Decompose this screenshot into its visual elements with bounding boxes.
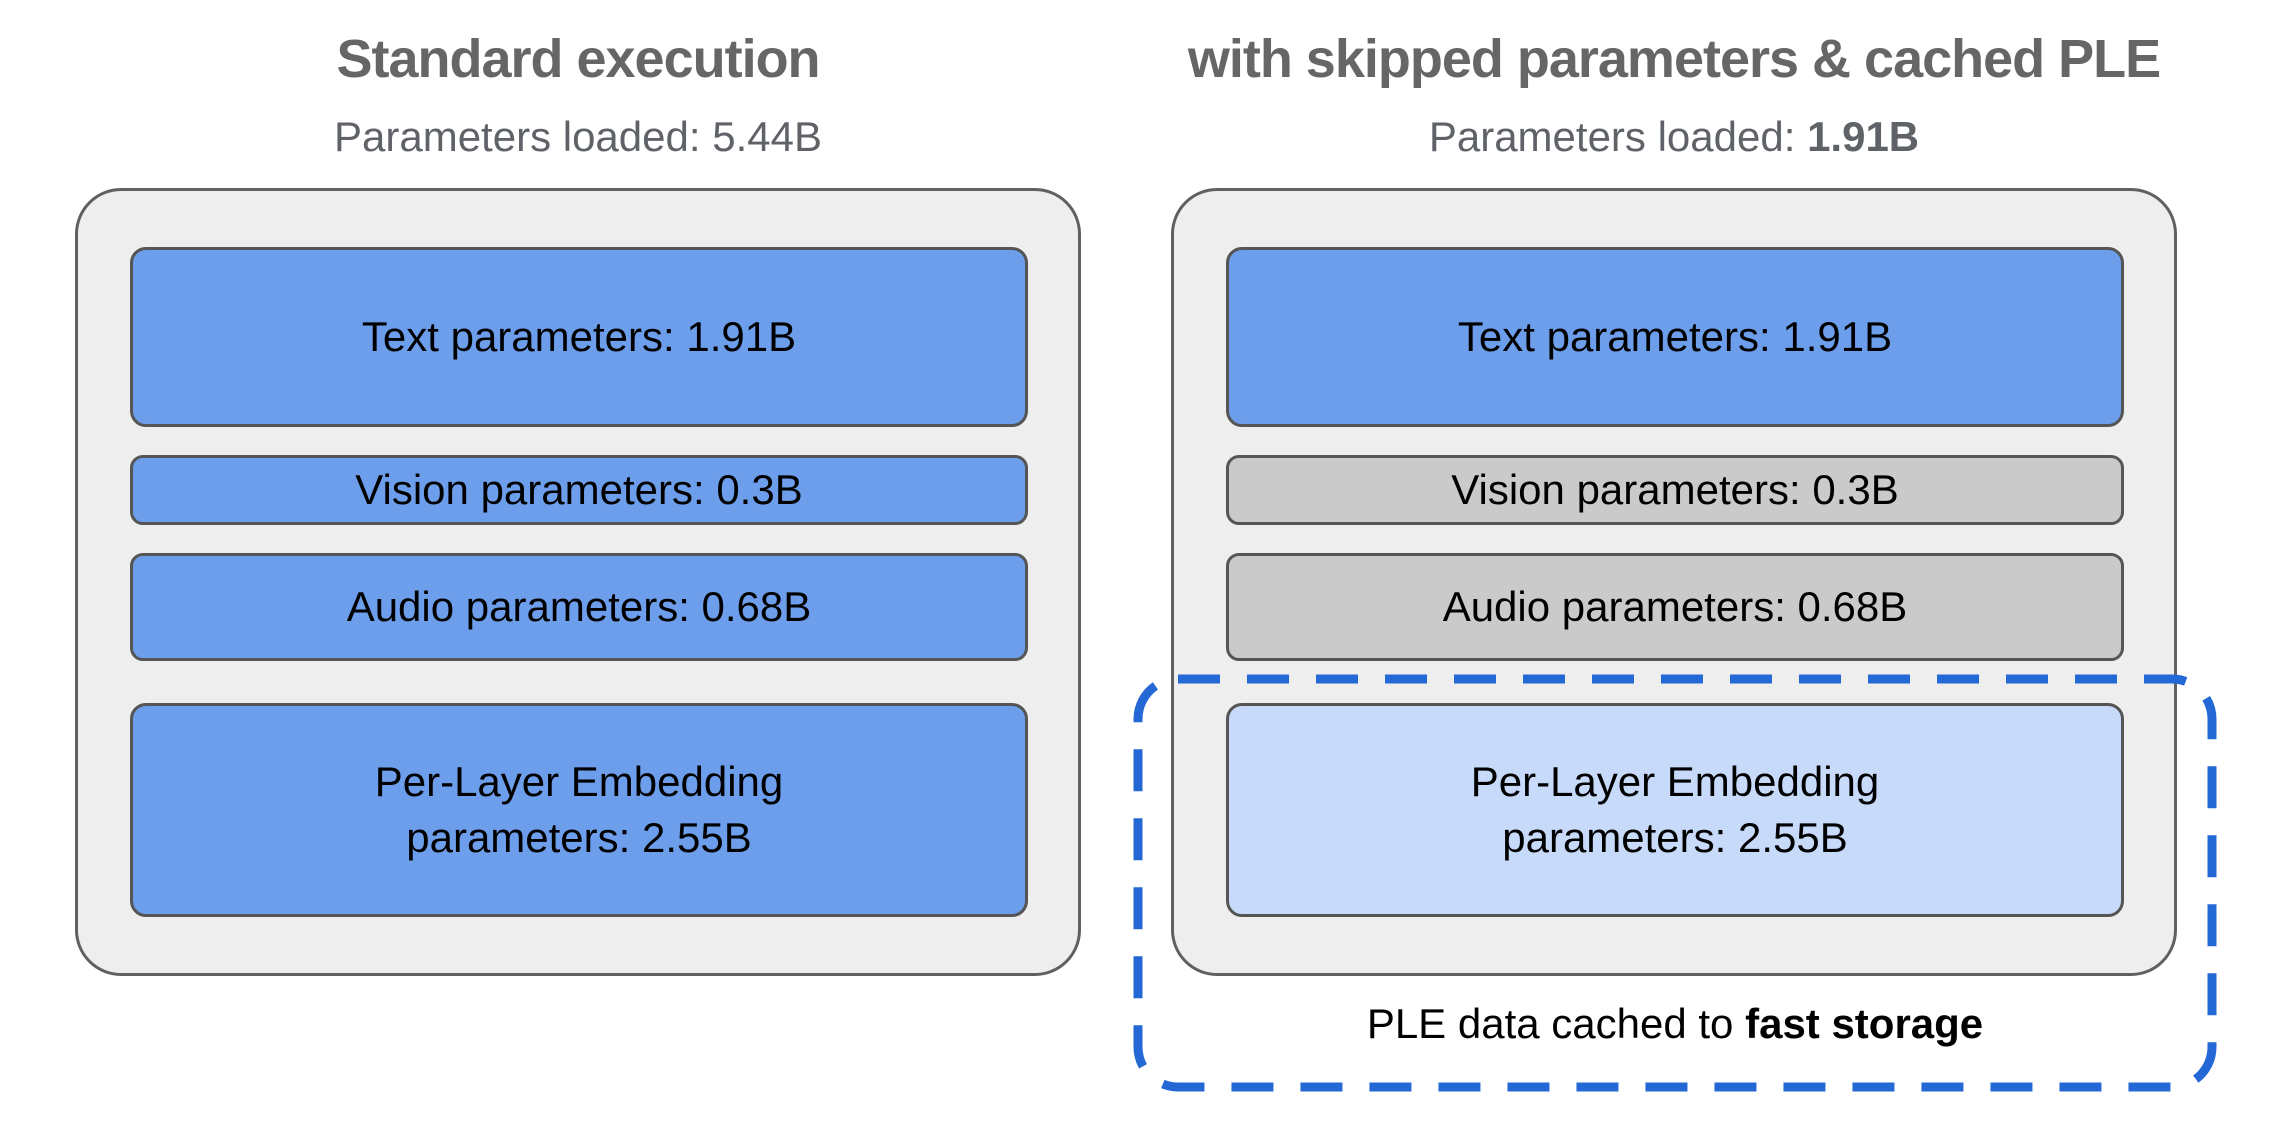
ple-label-line1: Per-Layer Embedding xyxy=(374,758,784,805)
panel-skipped-cached: with skipped parameters & cached PLE Par… xyxy=(1171,0,2177,1134)
subtitle-value: 1.91B xyxy=(1807,113,1920,160)
panel-title-standard: Standard execution xyxy=(336,29,820,89)
text-parameters-label: Text parameters: 1.91B xyxy=(361,313,797,360)
ple-label-line2: parameters: 2.55B xyxy=(1502,814,1848,861)
ple-cache-caption: PLE data cached to fast storage xyxy=(1133,998,2217,1050)
model-frame-skipped-cached: Text parameters: 1.91B Vision parameters… xyxy=(1171,188,2177,976)
audio-parameters-label: Audio parameters: 0.68B xyxy=(1442,583,1908,630)
audio-parameters-box-skipped: Audio parameters: 0.68B xyxy=(1226,553,2124,661)
vision-parameters-box-skipped: Vision parameters: 0.3B xyxy=(1226,455,2124,525)
caption-prefix: PLE data cached to xyxy=(1366,1000,1746,1047)
audio-parameters-label: Audio parameters: 0.68B xyxy=(346,583,812,630)
panel-subtitle-standard: Parameters loaded: 5.44B xyxy=(75,112,1081,162)
ple-label-line1: Per-Layer Embedding xyxy=(1470,758,1880,805)
vision-parameters-box: Vision parameters: 0.3B xyxy=(130,455,1028,525)
text-parameters-box: Text parameters: 1.91B xyxy=(1226,247,2124,427)
text-parameters-label: Text parameters: 1.91B xyxy=(1457,313,1893,360)
panel-subtitle-skipped-cached: Parameters loaded: 1.91B xyxy=(1171,112,2177,162)
ple-label-line2: parameters: 2.55B xyxy=(406,814,752,861)
caption-bold-text: fast storage xyxy=(1745,1000,1984,1047)
text-parameters-box: Text parameters: 1.91B xyxy=(130,247,1028,427)
subtitle-prefix: Parameters loaded: xyxy=(334,113,713,160)
per-layer-embedding-box-cached: Per-Layer Embedding parameters: 2.55B xyxy=(1226,703,2124,917)
panel-standard-execution: Standard execution Parameters loaded: 5.… xyxy=(75,0,1081,1134)
subtitle-value: 5.44B xyxy=(712,113,822,160)
subtitle-prefix: Parameters loaded: xyxy=(1428,113,1808,160)
per-layer-embedding-box: Per-Layer Embedding parameters: 2.55B xyxy=(130,703,1028,917)
audio-parameters-box: Audio parameters: 0.68B xyxy=(130,553,1028,661)
vision-parameters-label: Vision parameters: 0.3B xyxy=(1451,466,1899,513)
vision-parameters-label: Vision parameters: 0.3B xyxy=(355,466,803,513)
model-frame-standard: Text parameters: 1.91B Vision parameters… xyxy=(75,188,1081,976)
panel-title-skipped-cached: with skipped parameters & cached PLE xyxy=(1187,29,2161,89)
